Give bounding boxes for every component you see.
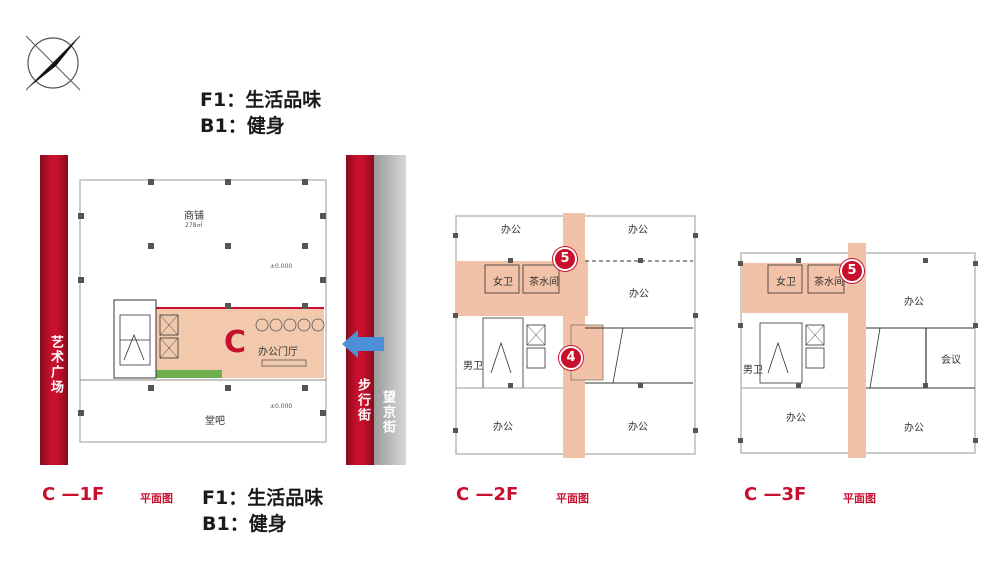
room-meeting-3f: 会议 [941, 355, 961, 366]
room-male-wc: 男卫 [463, 361, 483, 372]
left-street-label: 艺术广场 [48, 335, 63, 395]
plan-c2f: 办公 办公 女卫 茶水间 办公 男卫 办公 办公 5 4 [453, 213, 698, 458]
elevation-bottom: ±0.000 [270, 403, 293, 410]
entrance-arrow-icon [342, 330, 384, 358]
marker-badge-5-3f: 5 [840, 259, 864, 283]
room-lobby: 办公门厅 [258, 347, 298, 358]
room-office-bottom-right: 办公 [628, 422, 648, 433]
room-hall: 堂吧 [205, 416, 225, 427]
f1-label-bottom: F1：生活品味 [202, 487, 324, 509]
left-street-bar [40, 155, 68, 465]
room-office-bottom-left: 办公 [493, 422, 513, 433]
floor-label-c1f: C —1F [42, 484, 105, 505]
room-office-right: 办公 [629, 289, 649, 300]
room-office-bottom-left-3f: 办公 [786, 413, 806, 424]
room-female-wc-3f: 女卫 [776, 277, 796, 288]
north-arrow-icon [18, 28, 88, 98]
function-label-top: F1：生活品味 B1：健身 [200, 87, 321, 139]
room-female-wc: 女卫 [493, 277, 513, 288]
right-street-label-2: 望京街 [380, 390, 395, 435]
b1-label-bottom: B1：健身 [202, 513, 287, 535]
marker-badge-5: 5 [553, 247, 577, 271]
b1-label: B1：健身 [200, 115, 285, 137]
room-shop: 商铺 [184, 211, 204, 222]
function-label-bottom: F1：生活品味 B1：健身 [202, 485, 323, 537]
plan-label-c2f: 平面图 [556, 492, 589, 505]
plan-c1f: 商铺 278㎡ ±0.000 C 办公门厅 堂吧 ±0.000 [72, 175, 334, 447]
f1-label: F1：生活品味 [200, 89, 322, 111]
plan-label-c3f: 平面图 [843, 492, 876, 505]
room-tea: 茶水间 [529, 277, 559, 288]
room-tea-3f: 茶水间 [814, 277, 844, 288]
floor-label-c3f: C —3F [744, 484, 807, 505]
marker-badge-4: 4 [559, 346, 583, 370]
plan-c3f: 女卫 茶水间 办公 会议 男卫 办公 办公 5 [738, 243, 978, 458]
room-office-top-right: 办公 [628, 225, 648, 236]
right-street-bar [346, 155, 374, 465]
elevation-top: ±0.000 [270, 263, 293, 270]
room-office-top-left: 办公 [501, 225, 521, 236]
lobby-letter: C [224, 325, 247, 360]
plan-label-c1f: 平面图 [140, 492, 173, 505]
room-male-wc-3f: 男卫 [743, 365, 763, 376]
right-street-label-1: 步行街 [355, 378, 370, 423]
room-office-bottom-right-3f: 办公 [904, 423, 924, 434]
shop-area: 278㎡ [185, 222, 203, 229]
room-office-right-3f: 办公 [904, 297, 924, 308]
right-street-gray [374, 155, 406, 465]
floor-label-c2f: C —2F [456, 484, 519, 505]
